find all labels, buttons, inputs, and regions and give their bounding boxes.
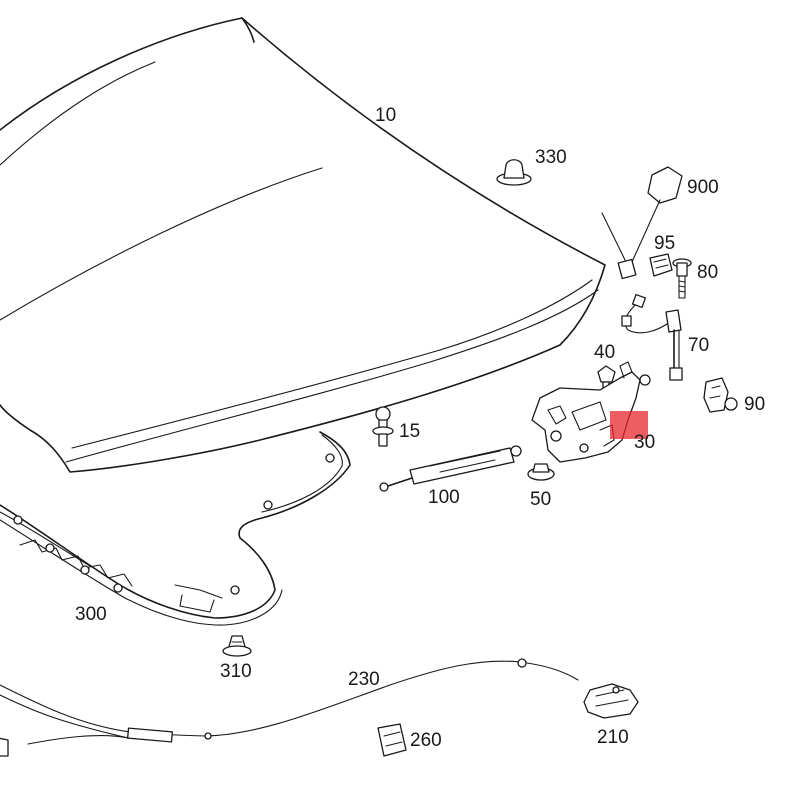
ball-stud-15[interactable] [372,406,394,447]
callout-100: 100 [428,487,460,508]
callout-30: 30 [634,432,655,453]
bolt-80[interactable] [672,258,692,299]
warning-label-900[interactable] [601,166,683,280]
hood-insulation-mat[interactable] [0,431,351,626]
callout-300: 300 [75,604,107,625]
callout-210: 210 [597,727,629,748]
callout-50: 50 [530,489,551,510]
release-handle-210[interactable] [583,683,639,719]
buffer-50[interactable] [527,463,555,481]
highlight-marker [610,411,648,439]
callout-10: 10 [375,105,396,126]
bracket-95[interactable] [649,253,673,277]
hood-lock-30[interactable] [531,361,651,463]
callout-260: 260 [410,730,442,751]
hood-panel[interactable] [0,17,606,473]
callout-95: 95 [654,233,675,254]
callout-310: 310 [220,661,252,682]
gas-strut-100[interactable] [379,445,522,492]
callout-15: 15 [399,421,420,442]
callout-900: 900 [687,177,719,198]
callout-230: 230 [348,669,380,690]
clip-260[interactable] [377,723,407,757]
clip-310[interactable] [222,635,252,657]
switch-90[interactable] [703,377,738,413]
callout-330: 330 [535,147,567,168]
hood-lock-cable-70[interactable] [621,293,683,381]
callout-70: 70 [688,335,709,356]
callout-40: 40 [594,342,615,363]
callout-80: 80 [697,262,718,283]
callout-90: 90 [744,394,765,415]
retaining-clip-330[interactable] [496,159,532,186]
release-cable-230[interactable] [0,658,579,757]
